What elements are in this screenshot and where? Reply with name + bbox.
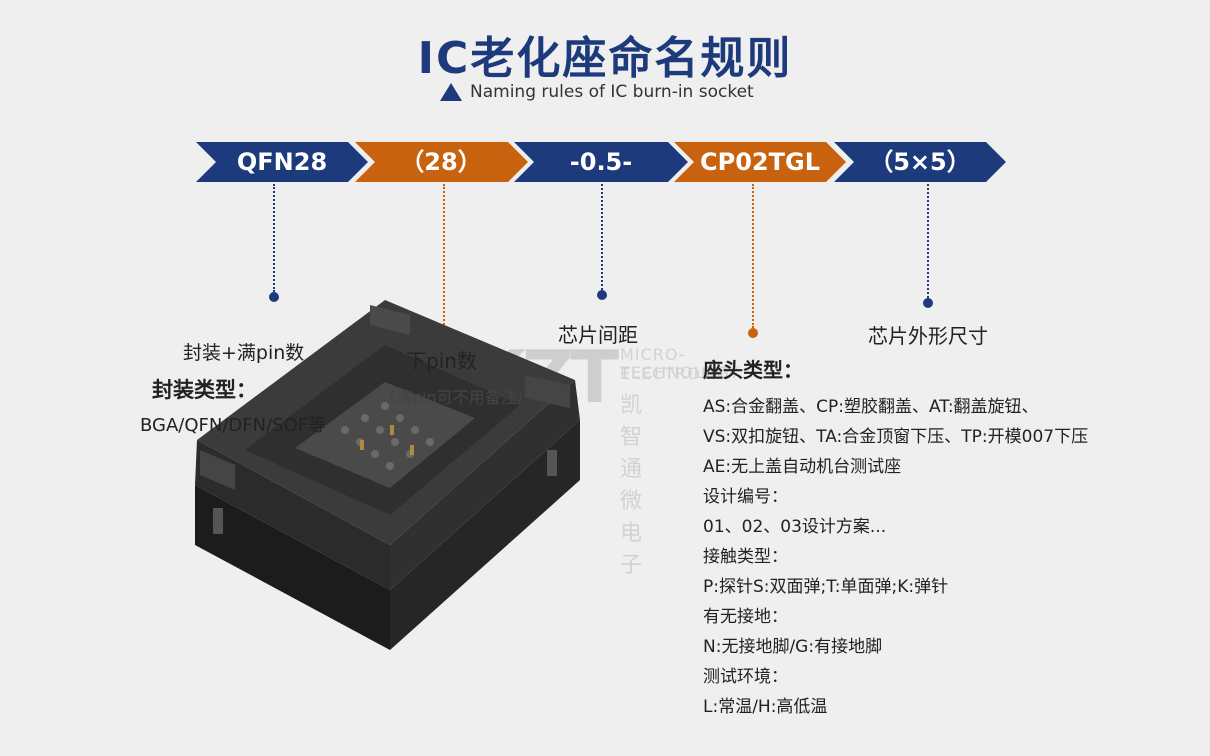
page-subtitle: Naming rules of IC burn-in socket (440, 82, 754, 102)
list-item: N:无接地脚/G:有接地脚 (703, 637, 883, 657)
segment-2-shape (355, 142, 528, 182)
label-package-pins: 封装+满pin数 (183, 342, 305, 364)
segment-socket-code: CP02TGL (700, 148, 820, 176)
leader-dot-1 (269, 292, 279, 302)
socket-product-image (195, 300, 580, 650)
watermark-line1: MICRO-ELECTRONIC (620, 345, 732, 383)
socket-type-heading: 座头类型： (703, 358, 803, 382)
list-item: L:常温/H:高低温 (703, 697, 828, 717)
leader-dot-5 (923, 298, 933, 308)
subtitle-text: Naming rules of IC burn-in socket (470, 82, 754, 102)
list-item: VS:双扣旋钮、TA:合金顶窗下压、TP:开模007下压 (703, 427, 1089, 447)
list-item: 01、02、03设计方案... (703, 517, 887, 537)
label-chip-pitch: 芯片间距 (558, 323, 638, 347)
leader-line-3 (601, 184, 603, 290)
label-lower-pins-note: （满pin可不用备注） (380, 388, 533, 407)
segment-pin-count: （28） (400, 148, 482, 176)
leader-line-5 (927, 184, 929, 298)
list-item: P:探针S:双面弹;T:单面弹;K:弹针 (703, 577, 949, 597)
watermark-cn: 凯智通微电子 (620, 393, 649, 578)
segment-size: （5×5） (869, 148, 971, 176)
leader-dot-4 (748, 328, 758, 338)
label-chip-size: 芯片外形尺寸 (868, 324, 988, 348)
label-package-types: BGA/QFN/DFN/SOF等 (140, 415, 327, 436)
leader-line-2 (443, 184, 445, 328)
list-item: 设计编号： (703, 487, 788, 507)
list-item: AS:合金翻盖、CP:塑胶翻盖、AT:翻盖旋钮、 (703, 397, 1039, 417)
list-item: AE:无上盖自动机台测试座 (703, 457, 902, 477)
label-package-type-heading: 封装类型： (152, 378, 257, 402)
segment-5-shape (834, 142, 1006, 182)
leader-dot-3 (597, 290, 607, 300)
list-item: 有无接地： (703, 607, 788, 627)
triangle-icon (440, 83, 462, 101)
naming-banner (196, 142, 1006, 182)
segment-1-shape (196, 142, 368, 182)
segment-qfn28: QFN28 (236, 148, 328, 176)
page-title: IC老化座命名规则 (417, 33, 793, 84)
list-item: 接触类型： (703, 547, 788, 567)
segment-4-shape (674, 142, 846, 182)
leader-line-4 (752, 184, 754, 328)
label-lower-pins: 下pin数 (406, 349, 477, 373)
segment-pitch: -0.5- (569, 148, 633, 176)
list-item: 测试环境： (703, 667, 788, 687)
segment-3-shape (514, 142, 688, 182)
leader-line-1 (273, 184, 275, 292)
watermark-line2: TECHNOLOGY (620, 363, 740, 382)
